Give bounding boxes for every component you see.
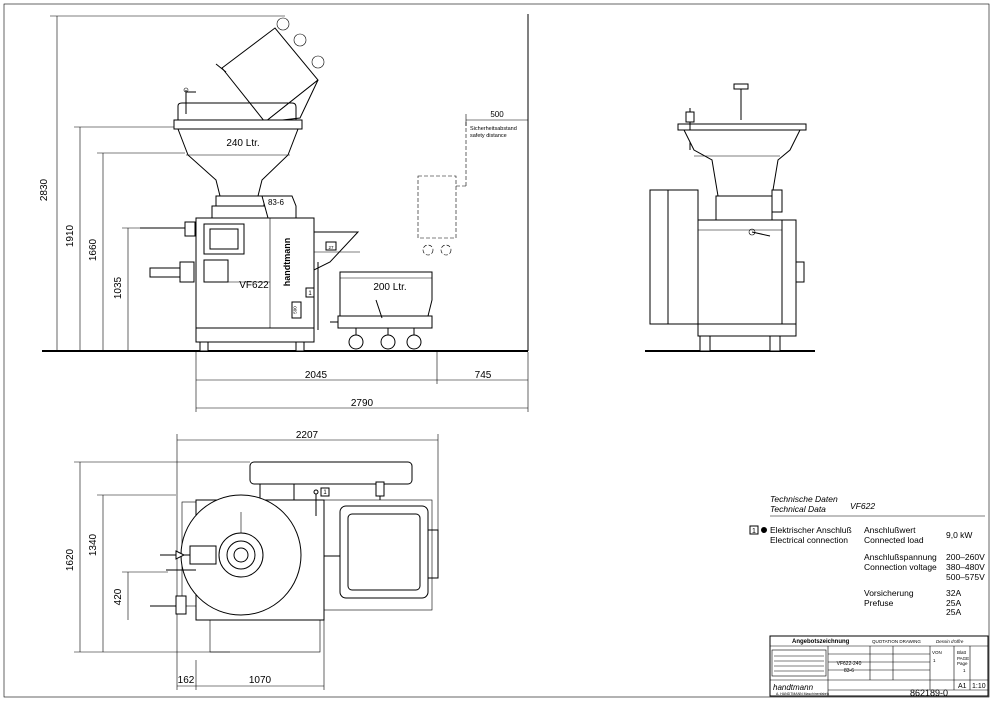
tech-heading-en: Technical Data [770, 504, 826, 514]
fuse-value-3: 25A [946, 607, 961, 617]
trolley-200l: 200 Ltr. [330, 271, 433, 350]
dim-width: 2207 [296, 430, 319, 441]
front-hopper-rim [677, 123, 807, 131]
dim-machine-length: 2045 [305, 370, 328, 381]
electrical-en: Electrical connection [770, 535, 848, 545]
side-view: 2830 1910 1660 1035 240 Ltr. 83-6 [39, 14, 529, 412]
dim-loader: 1035 [113, 276, 124, 299]
front-machine-body [697, 219, 783, 325]
front-side-panel [667, 189, 699, 325]
dim-depth-total: 1620 [65, 548, 76, 571]
dim-total-length: 2790 [351, 398, 374, 409]
title-block-subtitle-right: Dessin d'offre [936, 639, 964, 644]
dim-base: 1070 [249, 675, 272, 686]
fuse-value-1: 32A [946, 588, 961, 598]
pump-ref: 83-6 [844, 668, 854, 674]
safety-label-de: Sicherheitsabstand [470, 126, 517, 132]
dim-hopper-rim: 1660 [88, 238, 99, 261]
sheet-label-en: PAGE [957, 656, 969, 661]
brand-label: handtmann [282, 238, 292, 287]
connected-load-de: Anschlußwert [864, 525, 916, 535]
dim-offset: 420 [113, 588, 124, 605]
tech-marker: 1 [752, 528, 756, 535]
dim-cart-extra: 745 [475, 370, 492, 381]
tech-heading-de: Technische Daten [770, 494, 838, 504]
dim-left: 162 [178, 675, 195, 686]
sheet-frame [3, 3, 990, 698]
voltage-value-1: 200–260V [946, 552, 985, 562]
voltage-de: Anschlußspannung [864, 552, 937, 562]
lifting-loader [183, 17, 325, 123]
hopper-label: 240 Ltr. [226, 138, 259, 149]
of-value: 1 [933, 658, 936, 663]
sheet-label: Blatt [957, 650, 967, 655]
fuse-en: Prefuse [864, 598, 894, 608]
bullet-icon [761, 527, 767, 533]
tech-model: VF622 [850, 501, 875, 511]
of-label: VON [932, 650, 942, 655]
marker-1: 1 [308, 291, 312, 297]
title-brand-sub: A. HANDTMANN Maschinenfabrik [776, 692, 829, 696]
sheet-label-fr: Page [957, 661, 968, 666]
top-trolley [323, 499, 439, 611]
top-lifting-arm [249, 461, 413, 485]
fuse-de: Vorsicherung [864, 588, 914, 598]
filling-horn [184, 221, 196, 237]
trolley-dashed [417, 122, 467, 256]
electrical-de: Elektrischer Anschluß [770, 525, 852, 535]
front-hopper-body [683, 129, 801, 197]
fuse-value-2: 25A [946, 598, 961, 608]
technical-data-block: Technische Daten Technical Data VF622 1 … [749, 494, 985, 617]
top-view: 2207 1620 1340 420 162 1070 [65, 430, 439, 690]
safety-dim: 500 [490, 110, 504, 119]
voltage-value-3: 500–575V [946, 572, 985, 582]
top-marker-1: 1 [323, 490, 327, 496]
connected-load-en: Connected load [864, 535, 924, 545]
front-view [645, 83, 815, 352]
title-brand: handtmann [773, 683, 814, 692]
drawing-number: 862189-0 [910, 688, 948, 698]
marker-590: 590 [293, 306, 298, 314]
connected-load-value: 9,0 kW [946, 530, 972, 540]
side-handle [149, 267, 181, 278]
dim-total-height: 2830 [39, 178, 50, 201]
title-block-subtitle: QUOTATION DRAWING [872, 639, 921, 644]
safety-label-en: safety distance [470, 133, 507, 139]
voltage-en: Connection voltage [864, 562, 937, 572]
pump-label: 83-6 [268, 198, 285, 207]
format-value: A1 [958, 683, 967, 690]
cart-label: 200 Ltr. [373, 282, 406, 293]
sheet-value: 1 [963, 668, 966, 673]
hopper-guard [177, 102, 297, 120]
marker-27: 27 [328, 245, 334, 250]
vane-cell-housing [211, 205, 269, 219]
dim-depth: 1340 [88, 533, 99, 556]
drawing-ref: VF622-240 [837, 661, 862, 667]
title-block-title: Angebotszeichnung [792, 639, 850, 645]
dim-hopper-top: 1910 [65, 224, 76, 247]
voltage-value-2: 380–480V [946, 562, 985, 572]
hopper-rim [173, 119, 303, 130]
model-label: VF622 [239, 280, 269, 291]
title-block: Angebotszeichnung QUOTATION DRAWING Dess… [769, 635, 989, 698]
horizontal-dimensions: 2045 745 2790 [195, 352, 529, 412]
scale-value: 1:10 [972, 683, 986, 690]
